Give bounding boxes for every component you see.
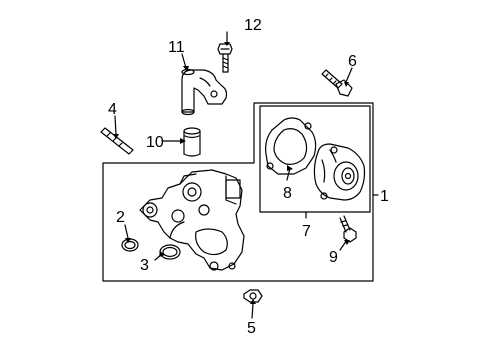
callout-2: 2 bbox=[116, 209, 125, 226]
pump-subassembly-box bbox=[259, 105, 371, 213]
callout-11: 11 bbox=[168, 39, 185, 56]
callout-7: 7 bbox=[302, 223, 311, 240]
outlet-housing-11 bbox=[181, 68, 228, 116]
callout-1: 1 bbox=[380, 188, 389, 205]
callout-5: 5 bbox=[247, 320, 256, 337]
callout-9: 9 bbox=[329, 249, 338, 266]
callout-3: 3 bbox=[140, 257, 149, 274]
callout-10: 10 bbox=[146, 134, 164, 151]
water-pump bbox=[313, 143, 366, 201]
oring-3-inner bbox=[162, 246, 178, 258]
callout-4: 4 bbox=[108, 101, 117, 118]
leader-lines bbox=[114, 31, 379, 319]
callout-8: 8 bbox=[283, 185, 292, 202]
leader-arrows bbox=[113, 42, 350, 304]
oring-2-inner bbox=[124, 240, 136, 250]
stud-4 bbox=[100, 127, 134, 155]
callout-12: 12 bbox=[244, 17, 262, 34]
bolt-9 bbox=[339, 215, 357, 243]
gasket-8 bbox=[265, 117, 317, 175]
bolt-12 bbox=[217, 43, 233, 73]
assembly-outline bbox=[102, 102, 374, 282]
pipe-10 bbox=[183, 127, 201, 157]
callout-6: 6 bbox=[348, 53, 357, 70]
bolt-6 bbox=[321, 69, 353, 97]
pump-housing bbox=[139, 169, 245, 271]
